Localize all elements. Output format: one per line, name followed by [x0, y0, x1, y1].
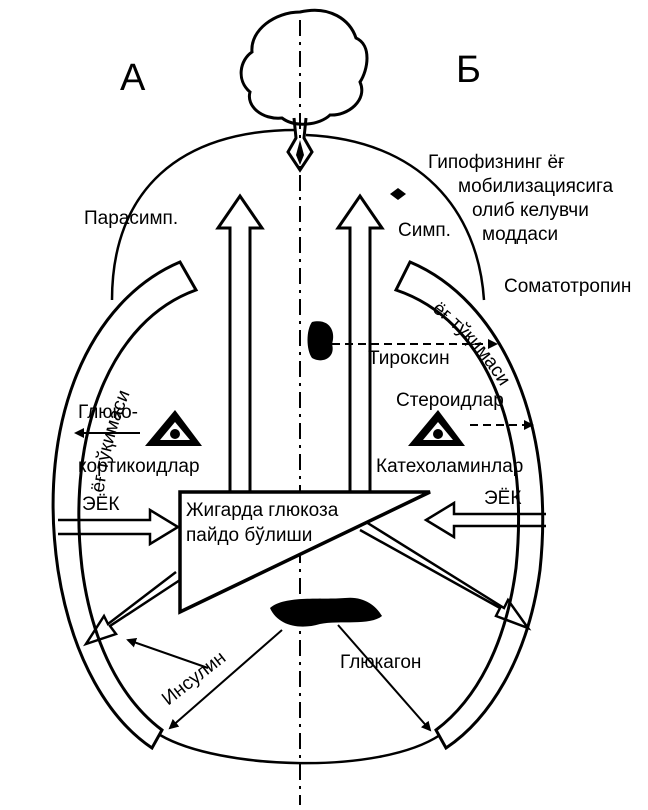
- thyroxin-label: Тироксин: [368, 348, 450, 369]
- eek-label-right: ЭЁК: [484, 488, 521, 509]
- pituitary-core: [296, 140, 304, 165]
- sympathetic-ganglion-icon: [390, 188, 406, 200]
- liver-to-left-fat-arrow: [86, 572, 180, 644]
- liver-label-line1: Жигарда глюкоза: [186, 500, 339, 521]
- eek-arrow-left: [58, 510, 178, 544]
- catecholamines-label: Катехоламинлар: [376, 456, 523, 477]
- panel-label-a: А: [120, 57, 146, 99]
- steroids-label: Стероидлар: [396, 390, 504, 411]
- glucagon-label: Глюкагон: [340, 652, 421, 673]
- pancreas-icon: [270, 598, 382, 627]
- brain-shape: [241, 10, 367, 124]
- thyroid-gland-icon: [308, 321, 334, 360]
- eek-label-left: ЭЁК: [82, 494, 119, 515]
- fat-tissue-band-left: [53, 262, 196, 748]
- pituitary-label-line1: Гипофизнинг ёғ: [428, 152, 565, 173]
- liver-label-line2: пайдо бўлиши: [186, 525, 312, 546]
- sympathetic-label: Симп.: [398, 220, 451, 241]
- pituitary-label-line3: олиб келувчи: [472, 200, 589, 221]
- parasympathetic-label: Парасимп.: [84, 208, 178, 229]
- insulin-label: Инсулин: [158, 647, 230, 710]
- upward-arrow-right: [338, 196, 382, 495]
- panel-label-b: Б: [456, 49, 481, 91]
- liver-to-right-fat-arrow: [360, 522, 528, 628]
- upward-arrow-left: [218, 196, 262, 495]
- pituitary-label-line2: мобилизациясига: [458, 176, 614, 197]
- glucagon-arrow: [338, 625, 430, 730]
- somatotropin-label: Соматотропин: [504, 276, 631, 297]
- pituitary-label-line4: моддаси: [482, 224, 558, 245]
